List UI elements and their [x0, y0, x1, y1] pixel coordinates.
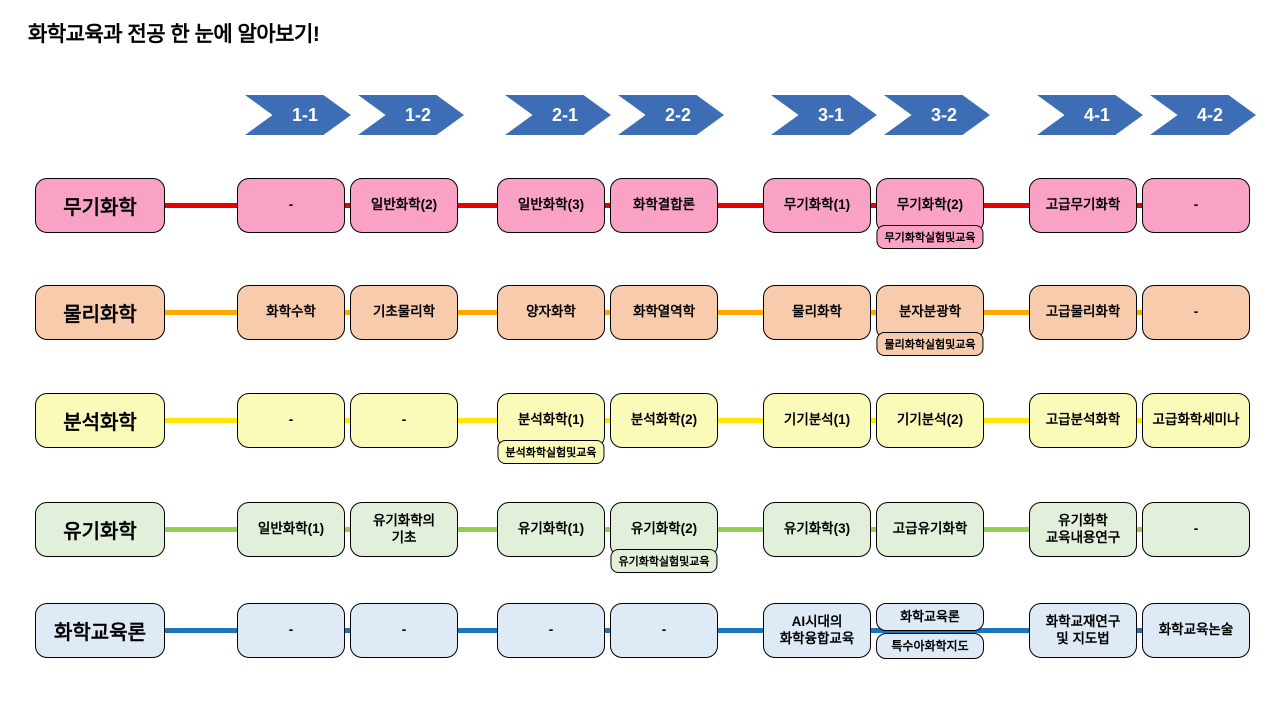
- curriculum-row-inorganic: 무기화학 - 일반화학(2) 일반화학(3) 화학결합론 무기화학(1) 무기화…: [0, 178, 1280, 258]
- course-box: 분자분광학: [876, 285, 984, 340]
- course-box: 화학교육론: [876, 603, 984, 631]
- semester-chevron: 3-1: [771, 95, 877, 135]
- course-box: 유기화학(3): [763, 502, 871, 557]
- row-label: 유기화학: [35, 502, 165, 557]
- semester-chevron: 4-1: [1037, 95, 1143, 135]
- course-box: 양자화학: [497, 285, 605, 340]
- course-box: 화학교육논술: [1142, 603, 1250, 658]
- course-box: 화학교재연구 및 지도법: [1029, 603, 1137, 658]
- semester-label: 4-1: [1083, 104, 1110, 125]
- course-box: 분석화학(1): [497, 393, 605, 448]
- semester-label: 1-1: [291, 104, 318, 125]
- course-box: 고급분석화학: [1029, 393, 1137, 448]
- semester-chevron: 2-2: [618, 95, 724, 135]
- course-box: 화학수학: [237, 285, 345, 340]
- semester-chevron: 2-1: [505, 95, 611, 135]
- semester-label: 1-2: [404, 104, 431, 125]
- row-label: 무기화학: [35, 178, 165, 233]
- course-box: 일반화학(3): [497, 178, 605, 233]
- course-box: 화학열역학: [610, 285, 718, 340]
- semester-label: 2-2: [664, 104, 691, 125]
- curriculum-row-education: 화학교육론 - - - - AI시대의 화학융합교육 화학교육론 특수아화학지도…: [0, 603, 1280, 683]
- course-box: -: [237, 178, 345, 233]
- row-label: 분석화학: [35, 393, 165, 448]
- course-box: -: [237, 603, 345, 658]
- course-box: -: [610, 603, 718, 658]
- semester-chevron: 1-2: [358, 95, 464, 135]
- course-box: 기기분석(2): [876, 393, 984, 448]
- course-box: 물리화학: [763, 285, 871, 340]
- course-box: 일반화학(2): [350, 178, 458, 233]
- course-box: 기초물리학: [350, 285, 458, 340]
- page-title: 화학교육과 전공 한 눈에 알아보기!: [28, 23, 320, 46]
- row-label: 화학교육론: [35, 603, 165, 658]
- course-box: AI시대의 화학융합교육: [763, 603, 871, 658]
- course-sub-box: 분석화학실험및교육: [497, 440, 605, 464]
- course-box: 유기화학 교육내용연구: [1029, 502, 1137, 557]
- semester-label: 3-1: [817, 104, 844, 125]
- curriculum-row-physical: 물리화학 화학수학 기초물리학 양자화학 화학열역학 물리화학 분자분광학 물리…: [0, 285, 1280, 365]
- course-sub-box: 특수아화학지도: [876, 633, 984, 659]
- course-box: -: [1142, 502, 1250, 557]
- course-box: 유기화학(2): [610, 502, 718, 557]
- curriculum-row-analytical: 분석화학 - - 분석화학(1) 분석화학실험및교육 분석화학(2) 기기분석(…: [0, 393, 1280, 473]
- semester-chevron: 3-2: [884, 95, 990, 135]
- course-box: 유기화학(1): [497, 502, 605, 557]
- semester-label: 2-1: [551, 104, 578, 125]
- course-box: 무기화학(2): [876, 178, 984, 233]
- course-box: 고급무기화학: [1029, 178, 1137, 233]
- semester-label: 3-2: [930, 104, 957, 125]
- course-box: 일반화학(1): [237, 502, 345, 557]
- course-box: -: [350, 393, 458, 448]
- course-box: 유기화학의 기초: [350, 502, 458, 557]
- course-box: 기기분석(1): [763, 393, 871, 448]
- semester-header: 1-1 1-2 2-1 2-2 3-1 3-2 4-1 4-2: [0, 95, 1280, 135]
- row-label: 물리화학: [35, 285, 165, 340]
- course-sub-box: 물리화학실험및교육: [876, 332, 984, 356]
- course-box: 고급물리화학: [1029, 285, 1137, 340]
- course-sub-box: 무기화학실험및교육: [876, 225, 984, 249]
- course-box: 무기화학(1): [763, 178, 871, 233]
- semester-label: 4-2: [1196, 104, 1223, 125]
- semester-chevron: 1-1: [245, 95, 351, 135]
- course-box: 화학결합론: [610, 178, 718, 233]
- course-box: -: [497, 603, 605, 658]
- course-box: -: [1142, 285, 1250, 340]
- semester-chevron: 4-2: [1150, 95, 1256, 135]
- course-box: 분석화학(2): [610, 393, 718, 448]
- curriculum-row-organic: 유기화학 일반화학(1) 유기화학의 기초 유기화학(1) 유기화학(2) 유기…: [0, 502, 1280, 582]
- course-box: -: [350, 603, 458, 658]
- course-box: 고급화학세미나: [1142, 393, 1250, 448]
- course-box: -: [237, 393, 345, 448]
- course-box: -: [1142, 178, 1250, 233]
- course-sub-box: 유기화학실험및교육: [610, 549, 718, 573]
- course-box: 고급유기화학: [876, 502, 984, 557]
